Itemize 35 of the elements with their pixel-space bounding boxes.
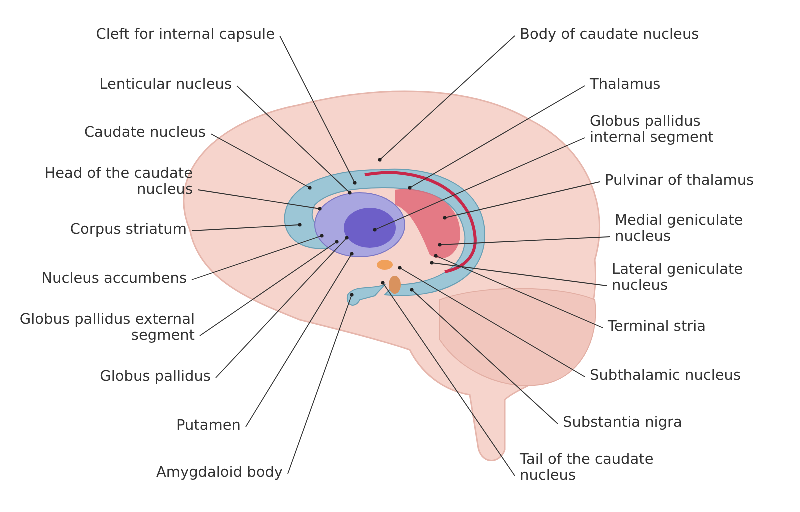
structure-label: Caudate nucleus [36,125,206,141]
structure-label: Pulvinar of thalamus [605,173,795,189]
leader-line [216,236,349,378]
structure-label: Tail of the caudate nucleus [520,452,690,484]
leader-line [198,190,322,211]
leader-line [408,86,586,190]
structure-label: Globus pallidus internal segment [590,114,760,146]
leader-line [288,293,354,474]
leader-line [410,288,558,424]
structure-label: Amygdaloid body [133,465,283,481]
structure-label: Lateral geniculate nucleus [612,262,782,294]
structure-label: Medial geniculate nucleus [615,213,785,245]
leader-line [280,36,357,185]
structure-label: Globus pallidus [71,369,211,385]
leader-line [192,234,324,280]
structure-label: Body of caudate nucleus [520,27,740,43]
structure-label: Subthalamic nucleus [590,368,780,384]
structure-label: Nucleus accumbens [17,271,187,287]
leader-line [381,281,516,476]
structure-label: Cleft for internal capsule [55,27,275,43]
structure-label: Head of the caudate nucleus [13,166,193,198]
structure-label: Corpus striatum [37,222,187,238]
leader-line [236,86,352,195]
leader-line [373,138,586,232]
leader-line [246,252,354,428]
leader-line [378,36,516,162]
structure-label: Thalamus [590,77,690,93]
structure-label: Terminal stria [608,319,748,335]
structure-label: Globus pallidus external segment [15,312,195,344]
structure-label: Lenticular nucleus [62,77,232,93]
leader-line [200,240,339,336]
structure-label: Substantia nigra [563,415,723,431]
structure-label: Putamen [151,418,241,434]
leader-line [192,223,302,232]
leader-line [430,261,608,286]
